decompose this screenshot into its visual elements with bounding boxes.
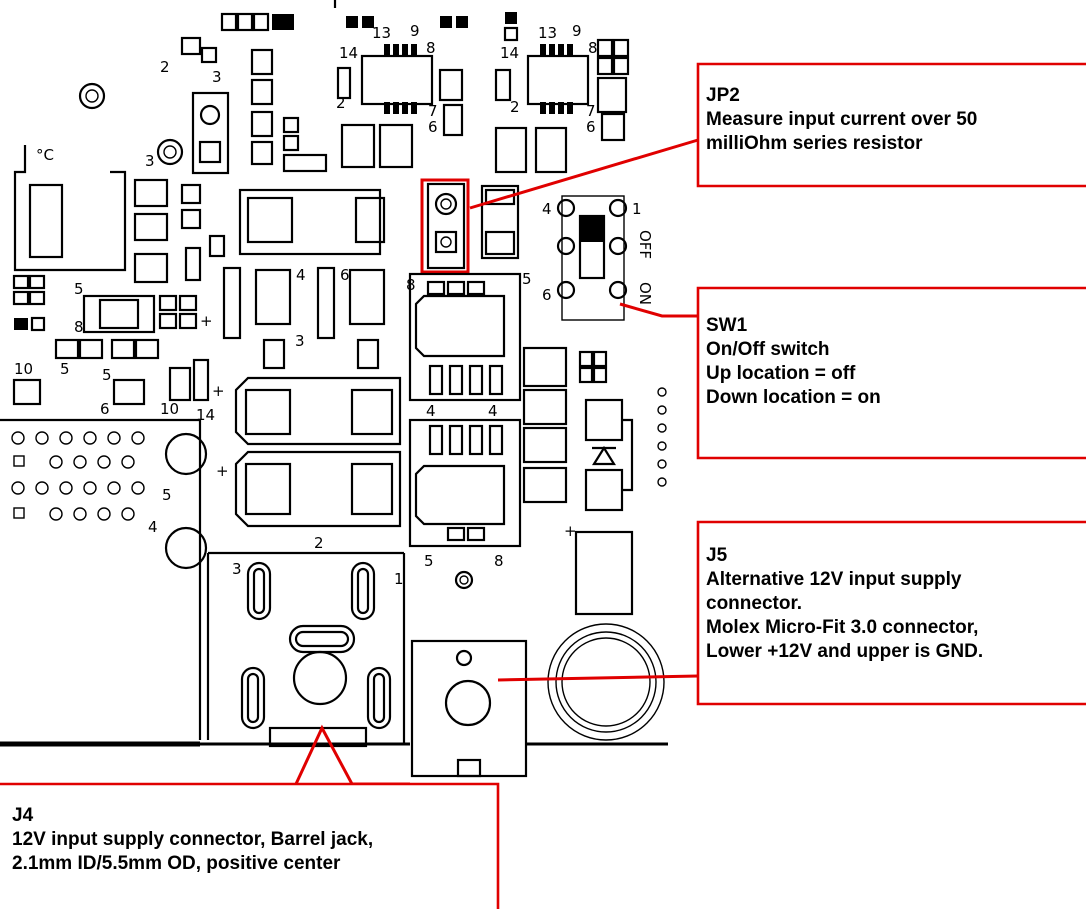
- sw1-leader: [619, 302, 698, 318]
- u1-pin-8: 8: [426, 39, 436, 57]
- silk-10a: 10: [14, 360, 33, 378]
- silk-3c: 3: [295, 332, 305, 350]
- j4-pin-3: 3: [232, 560, 242, 578]
- silk-8: 8: [74, 318, 84, 336]
- u2-pin-14: 14: [500, 44, 519, 62]
- right-diodes: [522, 346, 667, 616]
- silk-6: 6: [340, 266, 350, 284]
- silk-3b: 3: [145, 152, 155, 170]
- left-regulator: [13, 145, 386, 284]
- jp2-callout: JP2 Measure input current over 50 milliO…: [706, 84, 977, 156]
- fet-pin-4a: 4: [426, 402, 436, 420]
- jp2-leader: [469, 138, 699, 210]
- sw1-callout: SW1 On/Off switch Up location = off Down…: [706, 314, 881, 410]
- left-pad-rows: 2 3 3 6 5 8 4 3 10 5 5 6 10 14 5 4 °C + …: [12, 58, 577, 540]
- callout-boxes: [0, 62, 1086, 909]
- j5-leader: [497, 674, 699, 682]
- sw1-switch: 4 1 6 OFF ON: [542, 195, 654, 321]
- silk-plus-a: +: [200, 312, 213, 330]
- j4-line-2: 2.1mm ID/5.5mm OD, positive center: [12, 853, 341, 874]
- sw-on-label: ON: [636, 282, 654, 305]
- silk-5c: 5: [102, 366, 112, 384]
- u2-pin-8: 8: [588, 39, 598, 57]
- jp2-highlight: [420, 178, 470, 274]
- silk-10b: 10: [160, 400, 179, 418]
- silk-14: 14: [196, 406, 215, 424]
- j4-barrel-jack: 2 3 1: [0, 534, 668, 748]
- sw1-line-2: Up location = off: [706, 363, 856, 384]
- jp2-title: JP2: [706, 85, 740, 106]
- transistor-pair: [222, 266, 386, 370]
- fet-pin-8: 8: [406, 276, 416, 294]
- u1-pin-2: 2: [336, 94, 346, 112]
- j5-line-2: connector.: [706, 593, 803, 614]
- u2-pin-7: 7: [586, 102, 596, 120]
- silk-6b: 6: [100, 400, 110, 418]
- sw-pin-6: 6: [542, 286, 552, 304]
- vertical-header: [191, 91, 230, 175]
- through-hole-grid: [0, 418, 202, 740]
- j5-callout: J5 Alternative 12V input supply connecto…: [706, 544, 983, 664]
- sw1-line-3: Down location = on: [706, 387, 881, 408]
- u2-pin-9: 9: [572, 22, 582, 40]
- silk-4: 4: [296, 266, 306, 284]
- sw1-callout-box: [696, 286, 1086, 460]
- sw-pin-1: 1: [632, 200, 642, 218]
- silk-plus-c: +: [216, 462, 229, 480]
- j5-line-1: Alternative 12V input supply: [706, 569, 962, 590]
- j4-line-1: 12V input supply connector, Barrel jack,: [12, 829, 374, 850]
- sw1-title: SW1: [706, 315, 748, 336]
- top-left-components: [78, 12, 294, 166]
- jp2-header: [420, 178, 520, 274]
- u1-pin-13: 13: [372, 24, 391, 42]
- jp2-line-2: milliOhm series resistor: [706, 133, 923, 154]
- u1-pin-6: 6: [428, 118, 438, 136]
- u1-pin-7: 7: [428, 102, 438, 120]
- u1-pin-9: 9: [410, 22, 420, 40]
- silk-4b: 4: [148, 518, 158, 536]
- power-inductors: [164, 376, 402, 570]
- silk-plus-b: +: [212, 382, 225, 400]
- j4-leader: [294, 724, 410, 786]
- silk-5b: 5: [60, 360, 70, 378]
- silk-3a: 3: [212, 68, 222, 86]
- u2-pin-2: 2: [510, 98, 520, 116]
- silk-deg-c: °C: [36, 146, 54, 164]
- j5-line-4: Lower +12V and upper is GND.: [706, 641, 984, 662]
- sw1-line-1: On/Off switch: [706, 339, 830, 360]
- mosfets: 8 5 4 4 5 8: [406, 270, 532, 570]
- j5-molex-connector: [410, 570, 665, 778]
- jp2-line-1: Measure input current over 50: [706, 109, 978, 130]
- j4-pin-2: 2: [314, 534, 324, 552]
- j4-pin-1: 1: [394, 570, 404, 588]
- j4-callout-box: [0, 782, 500, 909]
- fet-pin-4b: 4: [488, 402, 498, 420]
- silk-5: 5: [74, 280, 84, 298]
- u2-pin-6: 6: [586, 118, 596, 136]
- fet-pin-8b: 8: [494, 552, 504, 570]
- sw-pin-4: 4: [542, 200, 552, 218]
- ic-u2: 14 13 9 8 2 7 6: [440, 12, 630, 174]
- silk-5d: 5: [162, 486, 172, 504]
- fet-pin-5: 5: [522, 270, 532, 288]
- fet-pin-5b: 5: [424, 552, 434, 570]
- j5-line-3: Molex Micro-Fit 3.0 connector,: [706, 617, 979, 638]
- jp2-callout-box: [696, 62, 1086, 188]
- pad-column: [250, 48, 328, 173]
- j5-callout-box: [696, 520, 1086, 706]
- sw-off-label: OFF: [636, 230, 654, 259]
- u2-pin-13: 13: [538, 24, 557, 42]
- ic-u1: 14 13 9 8 2 7 6: [333, 0, 464, 169]
- j5-title: J5: [706, 545, 728, 566]
- silk-plus-d: +: [564, 522, 577, 540]
- j4-title: J4: [12, 805, 34, 826]
- silk-2: 2: [160, 58, 170, 76]
- u1-pin-14: 14: [339, 44, 358, 62]
- j4-callout: J4 12V input supply connector, Barrel ja…: [12, 804, 373, 876]
